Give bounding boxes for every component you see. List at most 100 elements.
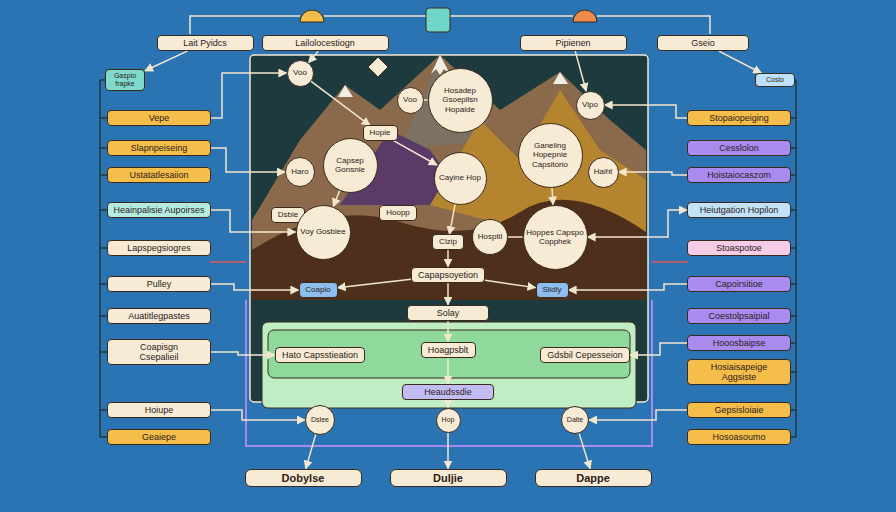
connector [447,250,449,267]
node-text: Cesslolon [693,143,785,153]
purple-loop [246,300,652,446]
node-text: Hosadep Gsoepilsn Hopaide [429,86,492,114]
footer-box: Dappe [535,469,652,488]
node-text: Hosiaisapeige Aggsiste [693,362,785,383]
label-box: Pulley [107,276,211,292]
topic-circle: Hosadep Gsoepilsn Hopaide [428,68,493,133]
topic-circle: Capsep Gonsnie [323,138,378,193]
label-box: Lapspegsiogres [107,240,211,256]
node-text: Vepe [113,113,205,123]
node-text: Haiht [594,167,613,176]
node-text: Geaiepe [113,432,205,442]
node-text: Dappe [541,472,646,485]
right-rail [790,80,796,437]
panel [250,55,648,402]
connector [333,191,339,207]
connector [211,284,299,290]
node-text: Gepsisloiaie [693,405,785,415]
node-text: Voo [293,68,307,77]
node-text: Auatitlegpastes [113,311,205,321]
green-band [262,322,636,408]
topic-circle: Ganeling Hopepnie Capsitorio [518,123,583,188]
node-text: Heiutgation Hopilon [693,205,785,215]
footer-box: Duljie [390,469,507,488]
node-text: Voo [403,95,417,104]
node-text: Duljie [396,472,501,485]
label-box: Vepe [107,110,211,126]
label-box: Cesslolon [687,140,791,156]
node-text: Dslee [311,416,329,424]
connector [719,51,761,73]
top-cap [300,10,324,22]
connector [424,99,428,101]
connector [447,321,449,342]
connector [485,280,536,287]
connector [579,433,590,468]
topic-circle: Hop [436,408,461,433]
node-text: Gaspio frapke [111,72,139,88]
connector [447,433,449,469]
label-box: Gepsisloiaie [687,402,791,418]
node-text: Voy Gosblee [300,227,345,236]
left-rail [100,80,108,437]
node-text: Capsep Gonsnie [324,156,377,174]
connector [447,358,449,384]
node-text: Dsbie [277,210,299,219]
node-text: Stoaspotoe [693,243,785,253]
node-text: Vipo [582,100,598,109]
topic-circle: Dalte [561,406,589,434]
node-text: Slapnpeiseing [113,143,205,153]
connector [394,141,437,165]
label-box: Hoistaiocaszom [687,167,791,183]
red-loop [210,261,688,263]
node-text: Csepalieil [113,352,205,362]
top-cap [573,10,597,22]
node-text: Hoiupe [113,405,205,415]
node-text: Dobylse [251,472,356,485]
label-box: Lait Pyidcs [157,35,254,51]
label-box: Stopaiopeiging [687,110,791,126]
topic-circle: Haiht [588,157,619,188]
label-box: Hooosbaipse [687,335,791,351]
node-text: Ganeling Hopepnie Capsitorio [519,141,582,169]
connector [211,410,305,420]
label-box: Hoopp [379,205,417,220]
connector [306,434,316,468]
label-box: Stoaspotoe [687,240,791,256]
node-text: Gdsbil Cepesseion [546,350,624,360]
node-text: Lapspegsiogres [113,243,205,253]
node-text: Coslo [761,76,789,84]
topic-circle: Cayine Hop [434,152,487,205]
label-box: Capoirsitioe [687,276,791,292]
topic-circle: Voy Gosblee [296,205,351,260]
label-box: Geaiepe [107,429,211,445]
green-band [268,330,630,378]
connector [447,400,449,407]
topic-circle: Voo [287,60,314,87]
label-box: Coapio [299,282,338,297]
connector [338,279,412,287]
node-text: Capapsoyetion [417,270,479,280]
topic-circle: Voo [397,87,424,114]
label-box: Hopie [363,125,398,140]
label-box: Gseio [657,35,749,51]
node-text: Capoirsitioe [693,279,785,289]
label-box: Slapnpeiseing [107,140,211,156]
top-chip [426,8,450,32]
label-box: Slidly [536,282,569,297]
topic-circle: Haro [285,157,315,187]
label-box: Hato Capsstieation [275,347,365,363]
node-text: Hop [442,416,455,424]
label-box: Lailolocestiogn [262,35,389,51]
label-box: Ustatatlesaiion [107,167,211,183]
diamond [368,57,388,77]
node-text: Heainpalisie Aupoirses [113,205,205,215]
node-text: Lailolocestiogn [268,38,383,48]
node-text: Coapio [305,285,332,294]
label-box: Auatitlegpastes [107,308,211,324]
connector [447,283,449,305]
node-text: Hopie [369,128,392,137]
connector [309,51,319,62]
connector [211,148,285,172]
